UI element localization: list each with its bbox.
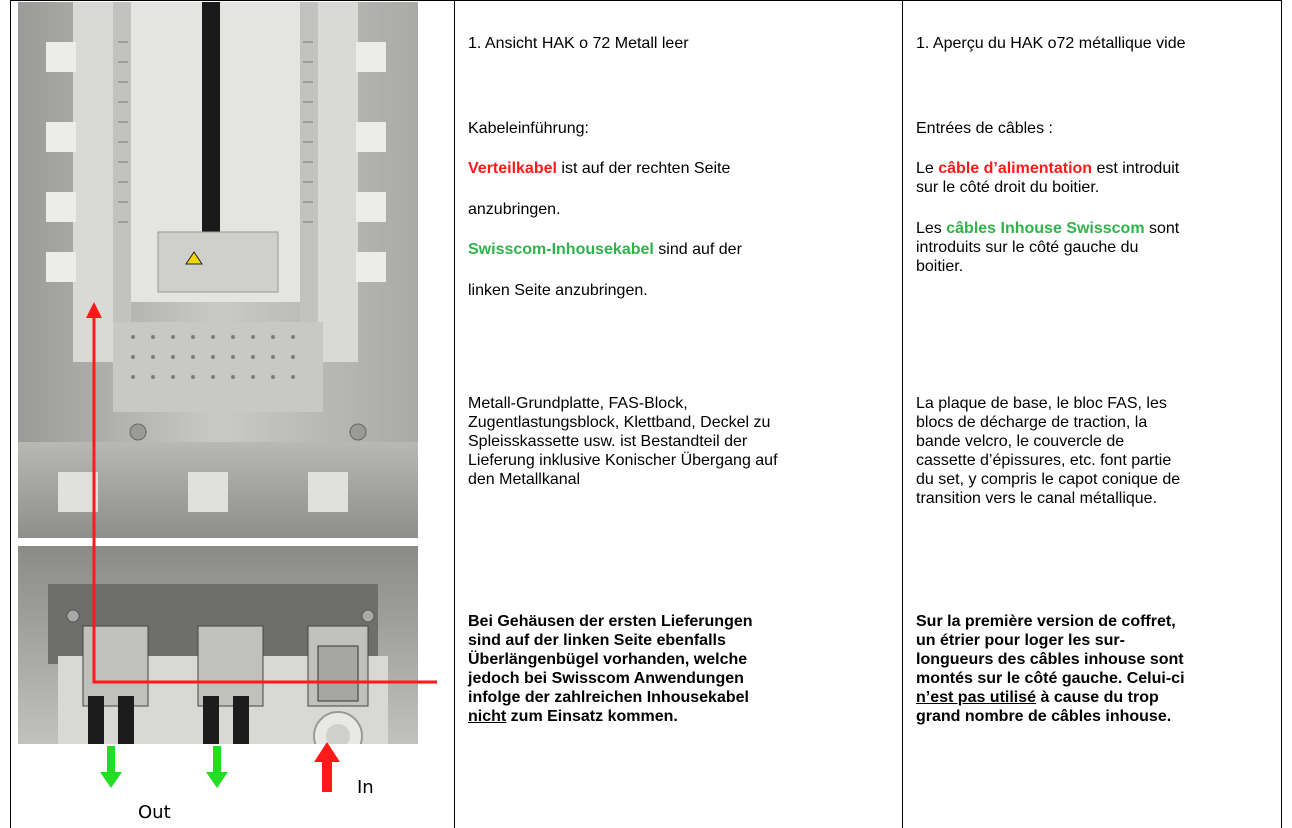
de-verteil-highlight: Verteilkabel — [468, 160, 557, 177]
de-note-line: Überlängenbügel vorhanden, welche — [468, 651, 748, 668]
fr-inhouse-highlight: câbles Inhouse Swisscom — [946, 220, 1145, 237]
de-note: Bei Gehäusen der ersten Lieferungen sind… — [468, 612, 898, 726]
de-cable-entry: Kabeleinführung: — [468, 120, 589, 137]
de-parts: Metall-Grundplatte, FAS-Block, Zugentlas… — [468, 394, 898, 489]
de-note-line: infolge der zahlreichen Inhousekabel — [468, 689, 749, 706]
de-parts-line: Zugentlastungsblock, Klettband, Deckel z… — [468, 414, 771, 431]
fr-note-line: grand nombre de câbles inhouse. — [916, 708, 1172, 725]
fr-parts-line: La plaque de base, le bloc FAS, les — [916, 395, 1167, 412]
de-verteil-line1: Verteilkabel ist auf der rechten Seite — [468, 159, 730, 178]
fr-note: Sur la première version de coffret, un é… — [916, 612, 1278, 726]
routing-arrow-head-icon — [86, 302, 102, 318]
de-verteil-rest1: ist auf der rechten Seite — [556, 160, 731, 177]
fr-note-rest: à cause du trop — [1036, 689, 1159, 706]
de-inhouse-line1: Swisscom-Inhousekabel sind auf der — [468, 240, 742, 259]
cable-routing-overlay — [86, 302, 437, 792]
de-inhouse-rest1: sind auf der — [653, 241, 742, 258]
fr-cable-entry: Entrées de câbles : — [916, 120, 1053, 137]
out-label: Out — [138, 802, 171, 823]
fr-note-underline: n’est pas utilisé — [916, 689, 1037, 706]
fr-parts-line: blocs de décharge de traction, la — [916, 414, 1148, 431]
table-border-top — [10, 0, 1282, 1]
de-note-line: nicht zum Einsatz kommen. — [468, 707, 898, 726]
de-inhouse-line2: linken Seite anzubringen. — [468, 282, 648, 299]
fr-parts-line: bande velcro, le couvercle de — [916, 433, 1125, 450]
fr-inhouse: Les câbles Inhouse Swisscom sont introdu… — [916, 219, 1278, 276]
fr-inhouse-line3: boitier. — [916, 258, 964, 275]
fr-parts-line: du set, y compris le capot conique de — [916, 471, 1181, 488]
fr-inhouse-line1: Les câbles Inhouse Swisscom sont — [916, 219, 1278, 238]
in-label: In — [357, 777, 374, 798]
de-note-underline: nicht — [468, 708, 507, 725]
de-note-line: jedoch bei Swisscom Anwendungen — [468, 670, 744, 687]
fr-note-line: un étrier pour loger les sur- — [916, 632, 1125, 649]
table-divider-2 — [902, 0, 903, 828]
table-border-right — [1281, 0, 1282, 828]
fr-alim-highlight: câble d’alimentation — [938, 160, 1093, 177]
de-heading: 1. Ansicht HAK o 72 Metall leer — [468, 35, 689, 52]
fr-heading: 1. Aperçu du HAK o72 métallique vide — [916, 35, 1186, 52]
de-parts-line: den Metallkanal — [468, 471, 581, 488]
fr-parts: La plaque de base, le bloc FAS, les bloc… — [916, 394, 1278, 508]
fr-note-line: n’est pas utilisé à cause du trop — [916, 688, 1278, 707]
de-inhouse-highlight: Swisscom-Inhousekabel — [468, 241, 654, 258]
fr-alim: Le câble d’alimentation est introduit su… — [916, 159, 1278, 197]
table-divider-1 — [454, 0, 455, 828]
table-border-left — [10, 0, 11, 828]
de-note-line: Bei Gehäusen der ersten Lieferungen — [468, 613, 753, 630]
de-note-rest: zum Einsatz kommen. — [506, 708, 678, 725]
fr-inhouse-rest1: sont — [1144, 220, 1180, 237]
in-arrow-icon — [314, 742, 340, 792]
fr-alim-line1: Le câble d’alimentation est introduit — [916, 159, 1278, 178]
de-note-line: sind auf der linken Seite ebenfalls — [468, 632, 726, 649]
fr-inhouse-line2: introduits sur le côté gauche du — [916, 239, 1139, 256]
fr-note-line: Sur la première version de coffret, — [916, 613, 1176, 630]
de-verteil-line2: anzubringen. — [468, 201, 561, 218]
fr-parts-line: transition vers le canal métallique. — [916, 490, 1158, 507]
de-parts-line: Metall-Grundplatte, FAS-Block, — [468, 395, 688, 412]
fr-note-line: longueurs des câbles inhouse sont — [916, 651, 1184, 668]
fr-alim-line2: sur le côté droit du boitier. — [916, 179, 1100, 196]
de-parts-line: Spleisskassette usw. ist Bestandteil der — [468, 433, 748, 450]
fr-note-line: montés sur le côté gauche. Celui-ci — [916, 670, 1185, 687]
out-arrow-icon — [206, 746, 228, 788]
fr-alim-rest1: est introduit — [1092, 160, 1180, 177]
de-parts-line: Lieferung inklusive Konischer Übergang a… — [468, 452, 778, 469]
fr-alim-pre: Le — [916, 160, 939, 177]
enclosure-top-photo — [18, 2, 418, 538]
fr-parts-line: cassette d’épissures, etc. font partie — [916, 452, 1172, 469]
fr-inhouse-pre: Les — [916, 220, 947, 237]
out-arrow-icon — [100, 746, 122, 788]
